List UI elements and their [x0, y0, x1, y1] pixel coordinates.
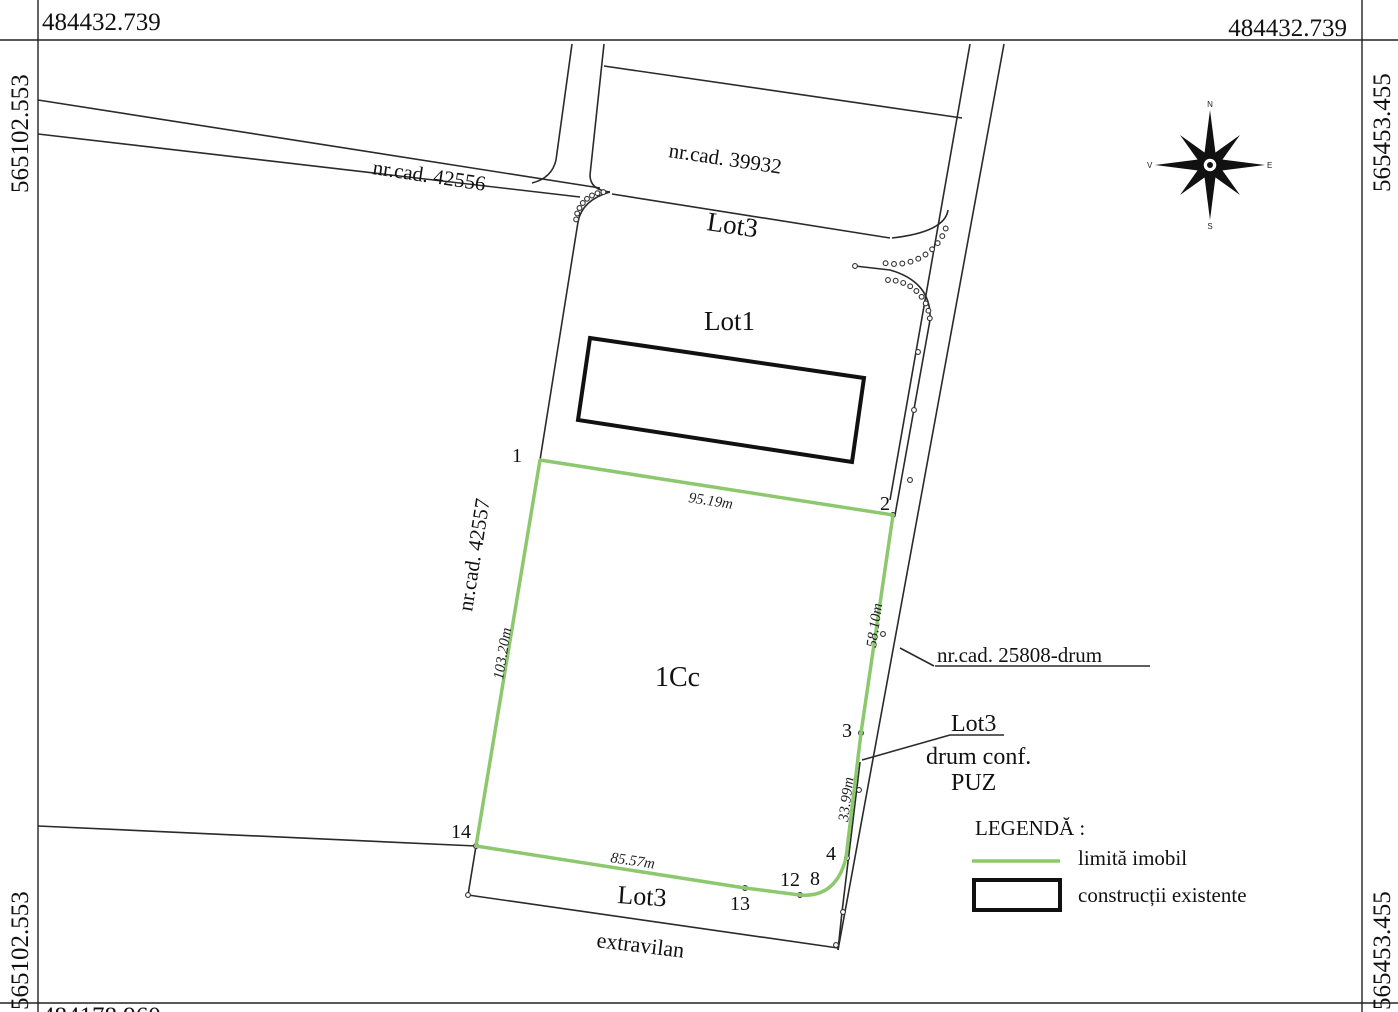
boundary-marker [929, 246, 936, 253]
boundary-marker [911, 407, 917, 413]
label-puz: PUZ [951, 770, 996, 796]
point-4: 4 [826, 843, 836, 865]
point-3: 3 [842, 720, 852, 742]
compass-rose-icon: N S E V [1147, 100, 1272, 231]
label-lot1: Lot1 [704, 306, 755, 336]
boundary-marker [907, 477, 913, 483]
boundary-marker [891, 261, 897, 267]
label-cad-39932: nr.cad. 39932 [667, 138, 783, 179]
boundary-marker [900, 279, 907, 286]
label-lot3-right: Lot3 [951, 711, 996, 737]
road-lines [37, 43, 1005, 951]
boundary-marker [584, 195, 590, 202]
boundary-marker [942, 225, 949, 232]
boundary-marker [915, 255, 922, 262]
boundary-marker [833, 942, 839, 948]
dim-2-3: 58.10m [864, 602, 886, 649]
label-parcel-1cc: 1Cc [655, 662, 700, 693]
compass-n: N [1207, 100, 1213, 109]
boundary-marker [915, 349, 921, 355]
label-lot3-top: Lot3 [705, 206, 760, 243]
existing-building [575, 335, 867, 465]
boundary-marker [594, 190, 601, 197]
compass-s: S [1207, 222, 1212, 231]
boundary-marker [925, 307, 932, 314]
boundary-markers [465, 189, 949, 948]
coord-right-bottom: 565453.455 [1369, 891, 1396, 1010]
point-12: 12 [780, 869, 800, 891]
coord-top-left: 484432.739 [42, 9, 161, 36]
label-cad-25808: nr.cad. 25808-drum [937, 643, 1102, 667]
point-13: 13 [730, 893, 750, 915]
boundary-marker [852, 263, 858, 269]
point-14: 14 [451, 821, 471, 843]
boundary-marker [600, 189, 607, 196]
label-drum-conf: drum conf. [926, 744, 1031, 770]
boundary-marker [934, 240, 941, 247]
plot-boundary [474, 458, 895, 897]
compass-w: V [1147, 161, 1153, 170]
dim-3-4: 33.99m [836, 776, 857, 823]
boundary-marker [856, 787, 862, 793]
legend-limit-label: limită imobil [1078, 846, 1187, 870]
boundary-marker [880, 631, 886, 637]
boundary-marker [882, 260, 889, 267]
boundary-marker [922, 300, 929, 307]
coord-right-top: 565453.455 [1369, 73, 1396, 192]
boundary-marker [574, 210, 581, 217]
legend-building-swatch [972, 878, 1062, 912]
boundary-marker [465, 892, 471, 898]
legend-building-label: construcții existente [1078, 883, 1247, 907]
dim-14-1: 103.20m [491, 627, 515, 681]
compass-e: E [1267, 161, 1272, 170]
boundary-marker [840, 909, 846, 915]
point-1: 1 [512, 445, 522, 467]
point-8: 8 [810, 868, 820, 890]
label-lot3-bottom: Lot3 [617, 880, 668, 912]
boundary-marker [907, 258, 914, 265]
boundary-marker [913, 288, 920, 294]
boundary-marker [885, 277, 891, 283]
label-extravilan: extravilan [595, 927, 685, 963]
boundary-marker [892, 277, 899, 284]
point-2: 2 [880, 493, 890, 515]
boundary-marker [926, 315, 933, 322]
boundary-marker [589, 192, 595, 199]
boundary-marker [918, 293, 925, 300]
coord-left-bottom: 565102.553 [7, 891, 34, 1010]
boundary-marker [576, 205, 583, 211]
boundary-marker [907, 283, 914, 290]
boundary-marker [939, 233, 946, 240]
boundary-marker [899, 260, 906, 267]
boundary-marker [922, 251, 929, 258]
label-cad-42557: nr.cad. 42557 [453, 497, 494, 613]
coord-bottom-left: 484178.960 [42, 1003, 161, 1012]
coord-top-right: 484432.739 [1228, 15, 1347, 42]
legend: LEGENDĂ : limită imobil construcții exis… [972, 816, 1247, 912]
boundary-marker [573, 216, 580, 223]
dim-12-14: 85.57m [609, 850, 656, 872]
dim-1-2: 95.19m [687, 490, 734, 513]
coord-left-top: 565102.553 [7, 74, 34, 193]
legend-title: LEGENDĂ : [975, 816, 1085, 840]
boundary-marker [579, 200, 586, 206]
